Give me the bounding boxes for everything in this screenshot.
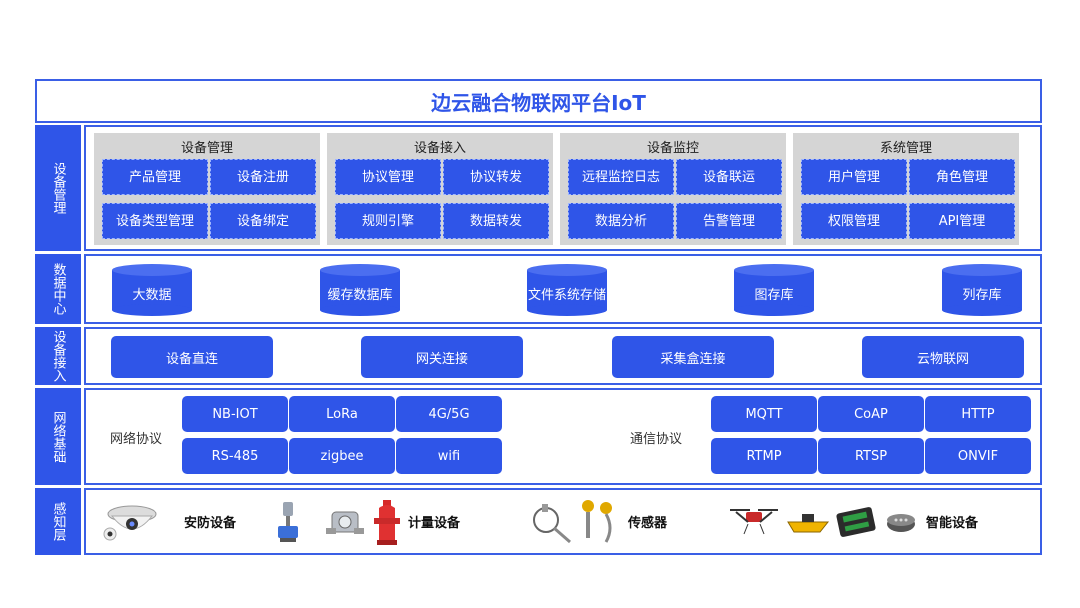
item-permission-mgmt[interactable]: 权限管理 xyxy=(801,203,907,239)
conn-gateway[interactable]: 网关连接 xyxy=(361,336,523,378)
perception-layer: 安防设备 计量设备 传感器 xyxy=(84,488,1042,555)
item-api-mgmt[interactable]: API管理 xyxy=(909,203,1015,239)
title-bar: 边云融合物联网平台IoT xyxy=(35,79,1042,123)
network-protocol-label: 网络协议 xyxy=(110,432,163,447)
temperature-sensor-icon xyxy=(582,500,612,543)
perception-cat-smart: 智能设备 xyxy=(926,516,979,531)
comm-protocol-label: 通信协议 xyxy=(630,432,683,447)
flow-meter-icon xyxy=(278,502,298,542)
network-layer: 网络协议 NB-IOT LoRa 4G/5G RS-485 zigbee wif… xyxy=(84,388,1042,485)
group-title: 设备接入 xyxy=(413,141,466,156)
db-filesystem[interactable]: 文件系统存储 xyxy=(527,264,607,316)
group-device-mgmt: 设备管理 产品管理 设备注册 设备类型管理 设备绑定 xyxy=(94,133,320,245)
proto-nb-iot[interactable]: NB-IOT xyxy=(182,396,288,432)
item-device-type-mgmt[interactable]: 设备类型管理 xyxy=(102,203,208,239)
db-graph[interactable]: 图存库 xyxy=(734,264,814,316)
db-cache[interactable]: 缓存数据库 xyxy=(320,264,400,316)
perception-cat-metering: 计量设备 xyxy=(408,516,461,531)
proto-http[interactable]: HTTP xyxy=(925,396,1031,432)
water-meter-icon xyxy=(326,511,364,534)
item-protocol-forward[interactable]: 协议转发 xyxy=(443,159,549,195)
item-role-mgmt[interactable]: 角色管理 xyxy=(909,159,1015,195)
group-device-access: 设备接入 协议管理 协议转发 规则引擎 数据转发 xyxy=(327,133,553,245)
db-bigdata[interactable]: 大数据 xyxy=(112,264,192,316)
group-device-monitor: 设备监控 远程监控日志 设备联运 数据分析 告警管理 xyxy=(560,133,786,245)
group-title: 系统管理 xyxy=(879,141,932,156)
security-camera-icon xyxy=(103,505,157,541)
page-title: 边云融合物联网平台IoT xyxy=(431,90,646,115)
item-device-register[interactable]: 设备注册 xyxy=(210,159,316,195)
proto-zigbee[interactable]: zigbee xyxy=(289,438,395,474)
fire-hydrant-icon xyxy=(374,500,400,545)
drone-icon xyxy=(730,509,778,535)
conn-collector[interactable]: 采集盒连接 xyxy=(612,336,774,378)
side-label-network: 网络基础 xyxy=(35,388,81,485)
probe-sensor-icon xyxy=(533,504,571,544)
proto-onvif[interactable]: ONVIF xyxy=(925,438,1031,474)
group-title: 设备管理 xyxy=(180,141,233,156)
item-device-bind[interactable]: 设备绑定 xyxy=(210,203,316,239)
proto-mqtt[interactable]: MQTT xyxy=(711,396,817,432)
proto-rs485[interactable]: RS-485 xyxy=(182,438,288,474)
side-label-perception: 感知层 xyxy=(35,488,81,555)
item-alarm-mgmt[interactable]: 告警管理 xyxy=(676,203,782,239)
item-device-linkage[interactable]: 设备联运 xyxy=(676,159,782,195)
smart-speaker-icon xyxy=(887,514,915,532)
db-columnar[interactable]: 列存库 xyxy=(942,264,1022,316)
perception-cat-security: 安防设备 xyxy=(184,516,237,531)
conn-cloud-iot[interactable]: 云物联网 xyxy=(862,336,1024,378)
proto-coap[interactable]: CoAP xyxy=(818,396,924,432)
item-data-forward[interactable]: 数据转发 xyxy=(443,203,549,239)
proto-wifi[interactable]: wifi xyxy=(396,438,502,474)
item-data-analysis[interactable]: 数据分析 xyxy=(568,203,674,239)
item-remote-monitor-log[interactable]: 远程监控日志 xyxy=(568,159,674,195)
side-label-device-mgmt: 设备管理 xyxy=(35,125,81,251)
device-access-layer: 设备直连 网关连接 采集盒连接 云物联网 xyxy=(84,327,1042,385)
conn-direct[interactable]: 设备直连 xyxy=(111,336,273,378)
proto-rtsp[interactable]: RTSP xyxy=(818,438,924,474)
side-label-device-access: 设备接入 xyxy=(35,327,81,385)
item-protocol-mgmt[interactable]: 协议管理 xyxy=(335,159,441,195)
group-system-mgmt: 系统管理 用户管理 角色管理 权限管理 API管理 xyxy=(793,133,1019,245)
proto-rtmp[interactable]: RTMP xyxy=(711,438,817,474)
boat-icon xyxy=(787,514,830,533)
data-center-layer: 大数据 缓存数据库 文件系统存储 图存库 列存库 xyxy=(84,254,1042,324)
device-mgmt-layer: 设备管理 产品管理 设备注册 设备类型管理 设备绑定 设备接入 协议管理 协议转… xyxy=(84,125,1042,251)
side-label-data-center: 数据中心 xyxy=(35,254,81,324)
controller-board-icon xyxy=(836,507,876,537)
group-title: 设备监控 xyxy=(646,141,699,156)
item-rule-engine[interactable]: 规则引擎 xyxy=(335,203,441,239)
proto-4g5g[interactable]: 4G/5G xyxy=(396,396,502,432)
proto-lora[interactable]: LoRa xyxy=(289,396,395,432)
perception-cat-sensor: 传感器 xyxy=(628,516,668,531)
item-user-mgmt[interactable]: 用户管理 xyxy=(801,159,907,195)
item-product-mgmt[interactable]: 产品管理 xyxy=(102,159,208,195)
